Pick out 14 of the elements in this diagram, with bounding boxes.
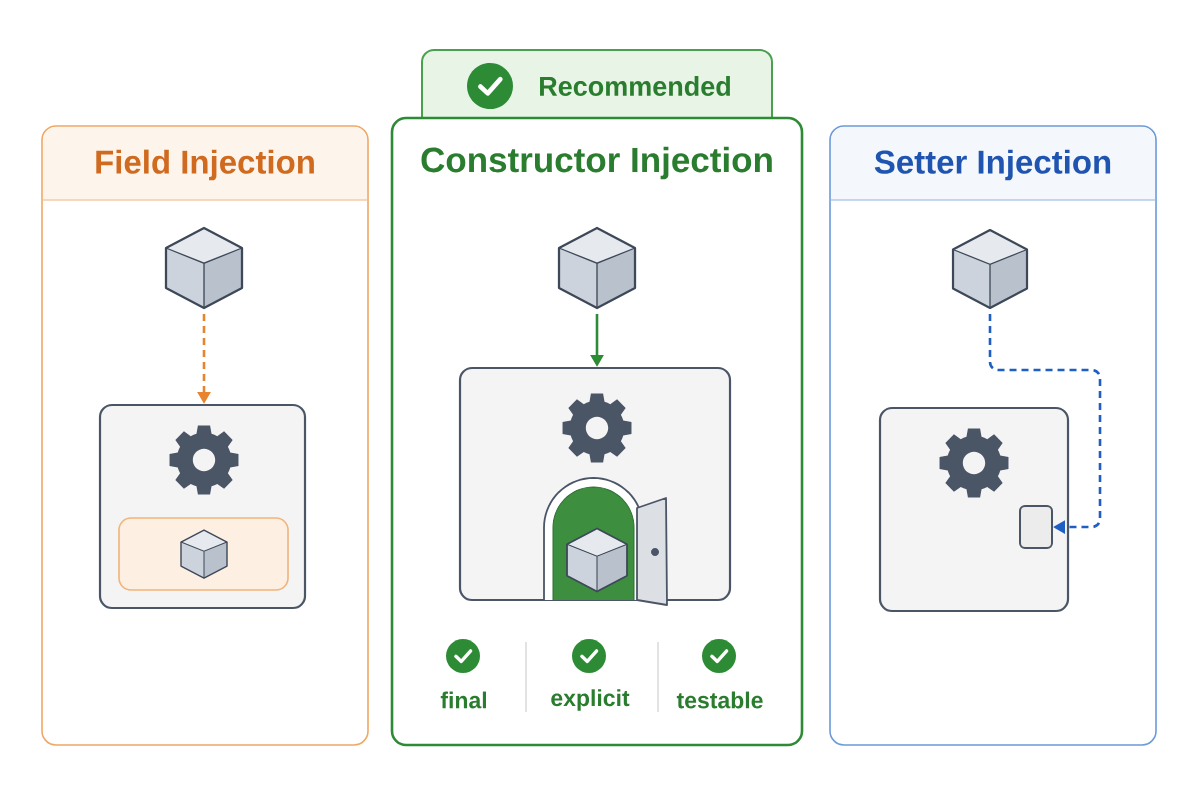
tab: Recommended: [421, 49, 773, 119]
panel-heading: Constructor Injection: [421, 146, 772, 180]
feature-label: final: [440, 691, 487, 709]
panel-header: Field Injection: [42, 127, 368, 201]
cube: [566, 527, 628, 593]
cube: [180, 529, 228, 579]
cube: [557, 226, 637, 310]
cube: [951, 228, 1029, 310]
panel-header: Setter Injection: [830, 127, 1156, 201]
arrow: [988, 314, 1102, 534]
cube: [164, 226, 244, 310]
feature-label: explicit: [551, 689, 630, 711]
feature-label: testable: [676, 691, 763, 709]
setter-slot: [1019, 505, 1053, 549]
